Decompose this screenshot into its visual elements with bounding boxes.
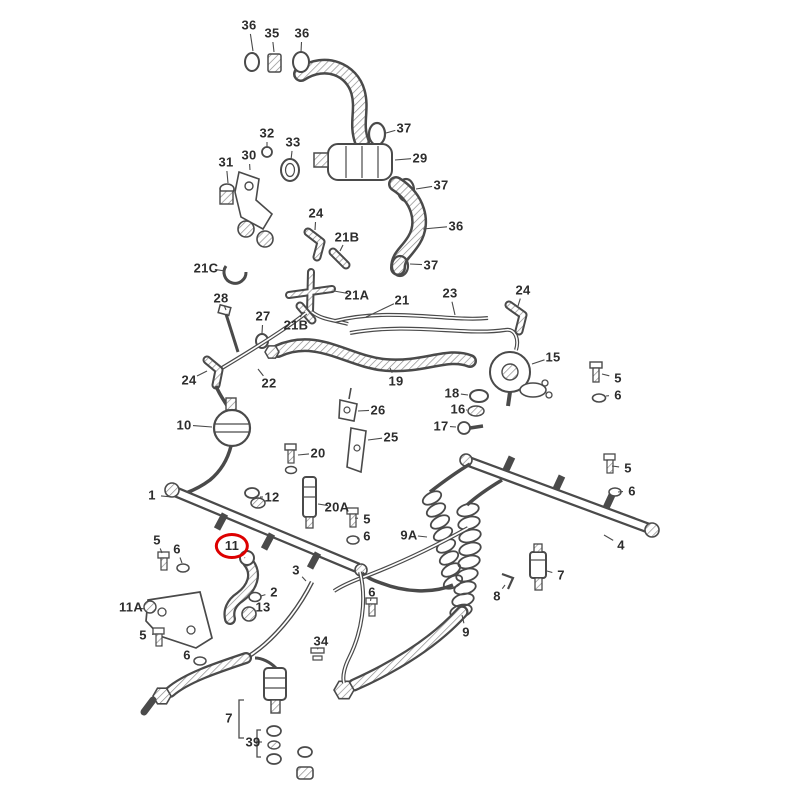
- small-fittings: [217, 227, 351, 353]
- washer-2: [248, 591, 262, 603]
- hose-nut: [333, 680, 355, 700]
- brackets-and-bolts: [244, 387, 367, 545]
- clamp-icon: [292, 51, 310, 73]
- ring-18: [469, 389, 489, 403]
- injector-right: [501, 543, 547, 591]
- injector-7: [263, 667, 287, 701]
- grommet: [256, 230, 274, 248]
- bolt-6: [365, 597, 378, 605]
- bolt-20: [284, 443, 297, 451]
- ring-13: [241, 606, 257, 622]
- banjo-bolt-17: [457, 421, 471, 435]
- leader-lines: [139, 33, 624, 743]
- hose-nut: [152, 687, 172, 705]
- injector-bottom-group: [238, 656, 314, 780]
- bolt-5: [589, 361, 603, 369]
- coiled-hoses: [360, 462, 503, 619]
- clamp-33: [280, 158, 300, 182]
- connector-35: [267, 53, 282, 73]
- elbow-24-right: [504, 300, 528, 336]
- cap: [296, 766, 314, 780]
- o-ring: [297, 746, 313, 758]
- hose-nut: [264, 345, 280, 359]
- braided-hose-19: [264, 338, 477, 373]
- washer-6: [193, 656, 207, 666]
- seal-39: [267, 740, 281, 750]
- washer-6: [591, 393, 607, 403]
- mount-bracket-assembly: [219, 146, 300, 248]
- top-hose-assembly: [244, 51, 428, 278]
- bracket-7: [238, 699, 244, 739]
- clamp-icon: [244, 52, 260, 72]
- clamp-37: [367, 121, 387, 147]
- lower-pipes: [140, 526, 469, 716]
- fuel-pump-29: [327, 143, 393, 181]
- banjo-fitting: [239, 550, 255, 566]
- clamp-37: [390, 254, 410, 278]
- fuel-pressure-regulator: [457, 351, 607, 435]
- seal-39: [266, 753, 282, 765]
- bolt-5: [603, 453, 616, 461]
- bolt-5: [157, 551, 170, 559]
- grommet: [237, 220, 255, 238]
- nut-32: [261, 146, 273, 158]
- washer-6: [176, 563, 190, 573]
- fuel-rail-left: [164, 482, 368, 577]
- fuel-rail-right: [459, 453, 660, 538]
- fuel-damper: [185, 355, 252, 495]
- fuel-lines: [220, 310, 520, 370]
- bracket-39: [256, 729, 261, 758]
- bolt-5: [346, 507, 359, 515]
- hose-9-lower: [333, 605, 469, 700]
- washer-6: [346, 535, 360, 545]
- hose-11-assembly: [143, 550, 262, 666]
- bracket-30: [234, 170, 274, 231]
- clip-8: [501, 572, 515, 590]
- bolt-28: [217, 303, 232, 317]
- washer-12: [244, 487, 260, 499]
- washer-16: [467, 405, 485, 417]
- seal-39: [266, 725, 282, 737]
- bolt-5: [152, 627, 165, 635]
- clip-21c: [222, 265, 248, 285]
